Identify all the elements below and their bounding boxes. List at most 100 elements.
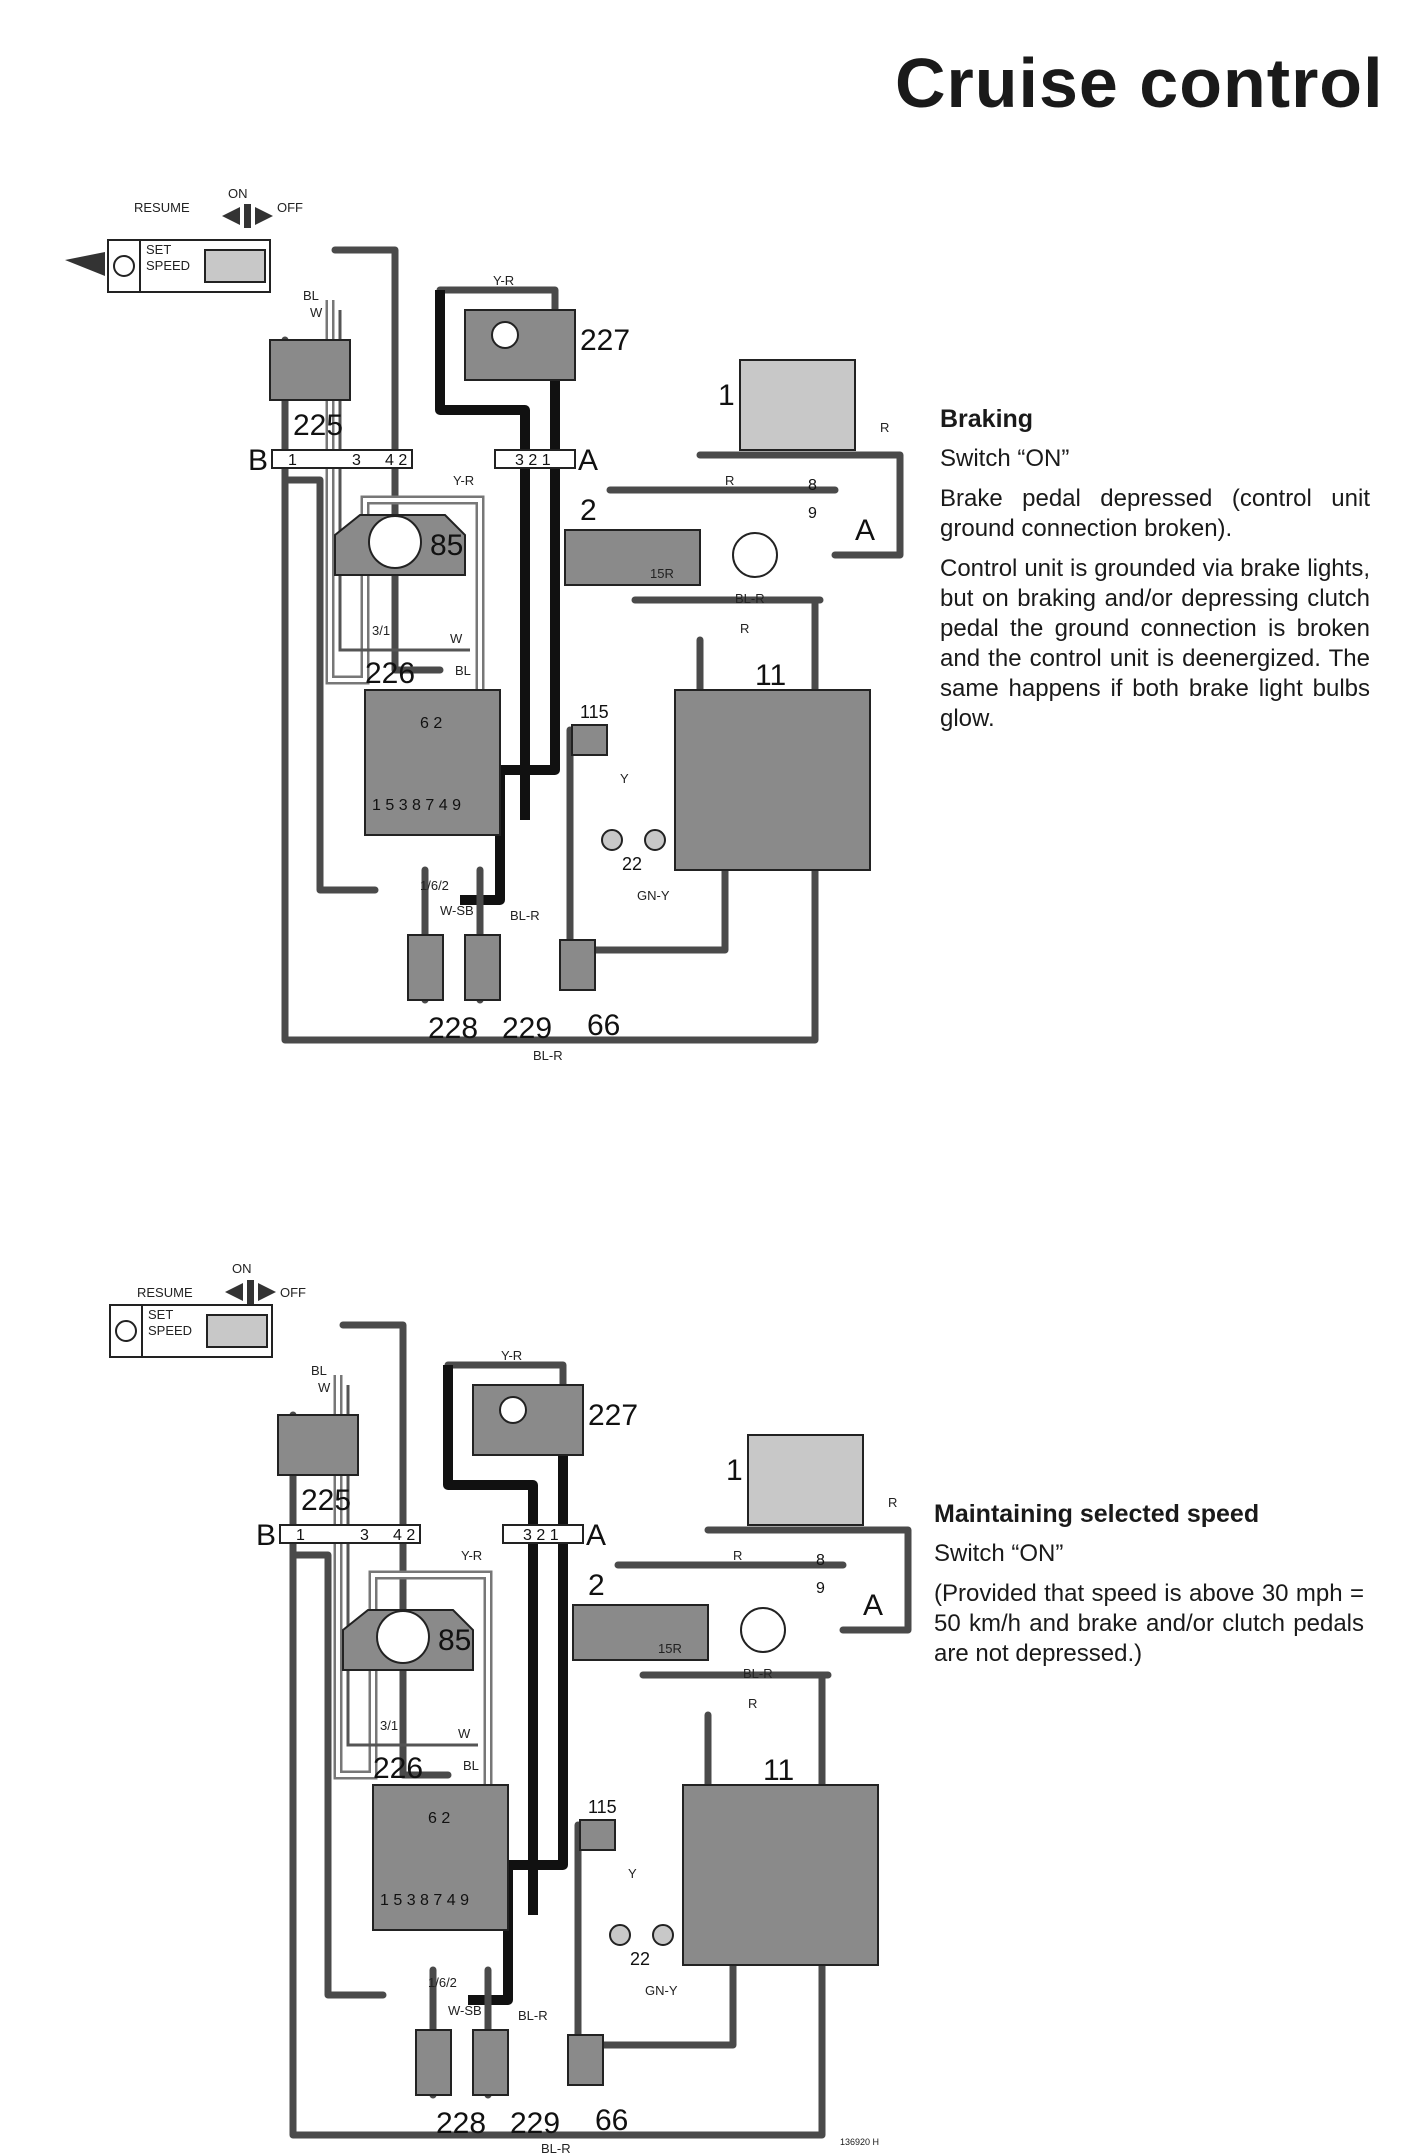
label-a-2: A (855, 514, 875, 547)
wire-label-y-2: Y (628, 1866, 637, 1881)
wire-label-bl-2: BL (455, 663, 471, 678)
label-228: 228 (428, 1012, 478, 1045)
label-a-4: A (863, 1589, 883, 1622)
wire-label-bl-3: BL (311, 1363, 327, 1378)
label-1: 1 (718, 379, 735, 412)
heading-braking: Braking (940, 405, 1034, 433)
label-85: 85 (430, 529, 463, 562)
label-225: 225 (293, 409, 343, 442)
pin-8-2: 8 (816, 1552, 825, 1569)
label-set-2: SET (148, 1307, 173, 1322)
wire-label-15r-2: 15R (658, 1641, 682, 1656)
wire-label-wsb-2: W-SB (448, 2003, 482, 2018)
description-maintaining: Maintaining selected speed Switch “ON” (… (934, 1499, 1364, 1679)
component-11-2 (682, 1784, 879, 1966)
wire-label-yr-3: Y-R (501, 1348, 522, 1363)
paragraph-braking-2: Brake pedal depressed (control unit grou… (940, 485, 1370, 542)
cruise-switch-2: RESUME ON OFF SET SPEED (109, 1261, 306, 1358)
label-11-2: 11 (763, 1754, 794, 1787)
wire-label-bl-4: BL (463, 1758, 479, 1773)
label-2-2: 2 (588, 1569, 605, 1602)
pin-9-2: 9 (816, 1580, 825, 1597)
connector-a-2 (502, 1524, 584, 1544)
label-229: 229 (502, 1012, 552, 1045)
paragraph-braking-1: Switch “ON” (940, 445, 1070, 472)
label-b-2: B (256, 1519, 276, 1552)
label-1-2: 1 (726, 1454, 743, 1487)
label-resume-2: RESUME (137, 1285, 193, 1300)
component-115-2 (579, 1819, 616, 1851)
wire-label-r: R (725, 473, 734, 488)
wire-label-gny: GN-Y (637, 888, 670, 903)
label-a-3: A (586, 1519, 606, 1552)
label-speed: SPEED (146, 258, 190, 273)
wire-label-y: Y (620, 771, 629, 786)
wire-label-r-4: R (733, 1548, 742, 1563)
wire-label-blr-3: BL-R (510, 908, 540, 923)
wire-label-blr-6: BL-R (518, 2008, 548, 2023)
label-228-2: 228 (436, 2107, 486, 2140)
wire-label-blr-2: BL-R (735, 591, 765, 606)
label-speed-2: SPEED (148, 1323, 192, 1338)
description-braking: Braking Switch “ON” Brake pedal depresse… (940, 404, 1370, 744)
wire-label-yr-4: Y-R (461, 1548, 482, 1563)
wire-label-blr-5: BL-R (743, 1666, 773, 1681)
component-226-control-unit-2 (372, 1784, 509, 1931)
label-22-2: 22 (630, 1949, 650, 1969)
component-11 (674, 689, 871, 871)
component-228-2 (415, 2029, 452, 2096)
pin-9: 9 (808, 505, 817, 522)
label-on-2: ON (232, 1261, 252, 1276)
pin-b3-2: 3 (360, 1527, 369, 1544)
component-229 (464, 934, 501, 1001)
label-226: 226 (365, 657, 415, 690)
label-227-2: 227 (588, 1399, 638, 1432)
label-resume: RESUME (134, 200, 190, 215)
label-ground-1-2: 3/1 (380, 1718, 398, 1733)
pin-b42: 4 2 (385, 452, 407, 469)
label-115-2: 115 (588, 1797, 617, 1817)
label-66: 66 (587, 1009, 620, 1042)
label-ground-2: 1/6/2 (420, 878, 449, 893)
paragraph-maintaining-1: Switch “ON” (934, 1540, 1064, 1567)
wire-label-blr-4: BL-R (541, 2141, 571, 2155)
component-227-motor-2 (472, 1384, 584, 1456)
wire-label-w-4: W (458, 1726, 471, 1741)
component-227-motor (464, 309, 576, 381)
wire-label-bl: BL (303, 288, 319, 303)
wiring-diagram-maintaining: RESUME ON OFF SET SPEED B A 1 3 4 2 3 2 … (109, 1261, 912, 2155)
pin-b1: 1 (288, 452, 297, 469)
pins-226-top: 6 2 (420, 715, 442, 732)
pin-8: 8 (808, 477, 817, 494)
label-a: A (578, 444, 598, 477)
wiring-diagram-braking: RESUME ON OFF SET SPEED B A 1 3 4 2 3 2 … (65, 186, 904, 1063)
heading-maintaining: Maintaining selected speed (934, 1500, 1260, 1528)
paragraph-maintaining-2: (Provided that speed is above 30 mph = 5… (934, 1580, 1364, 1667)
label-11: 11 (755, 659, 786, 692)
label-66-2: 66 (595, 2104, 628, 2137)
paragraph-braking-3: Control unit is grounded via brake light… (940, 555, 1370, 732)
component-22-bulb-1 (601, 829, 623, 851)
component-2-2 (572, 1604, 709, 1661)
wire-label-w-2: W (450, 631, 463, 646)
label-b: B (248, 444, 268, 477)
wire-label-r-6: R (748, 1696, 757, 1711)
connector-b-2 (279, 1524, 421, 1544)
pin-a: 3 2 1 (515, 452, 551, 469)
wire-label-15r: 15R (650, 566, 674, 581)
component-22-bulb-2 (644, 829, 666, 851)
pin-b3: 3 (352, 452, 361, 469)
wire-label-yr: Y-R (493, 273, 514, 288)
label-22: 22 (622, 854, 642, 874)
label-225-2: 225 (301, 1484, 351, 1517)
pointer-arrow-icon (65, 252, 105, 276)
label-ground-2-2: 1/6/2 (428, 1975, 457, 1990)
component-226-control-unit (364, 689, 501, 836)
component-66 (559, 939, 596, 991)
pin-a-2: 3 2 1 (523, 1527, 559, 1544)
wire-label-w: W (310, 305, 323, 320)
label-115: 115 (580, 702, 609, 722)
figure-code: 136920 H (840, 2137, 880, 2147)
cruise-switch: RESUME ON OFF SET SPEED (65, 186, 303, 293)
label-set: SET (146, 242, 171, 257)
